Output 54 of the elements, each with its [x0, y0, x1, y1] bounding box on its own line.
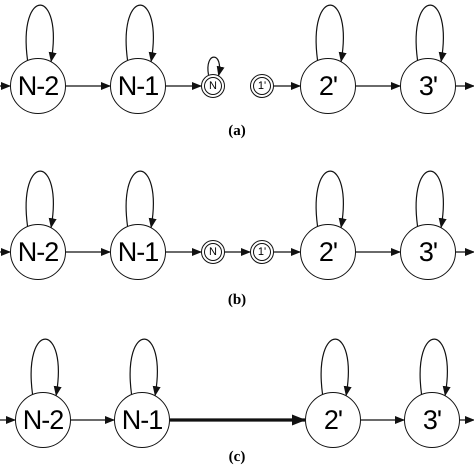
state-label: N: [209, 80, 217, 92]
arrow: [0, 82, 11, 90]
state-label: N-1: [118, 72, 158, 100]
self-loop-arrow: [26, 4, 56, 62]
state-label: 1': [258, 246, 266, 258]
panel-caption: (b): [228, 290, 246, 310]
state-label: N-1: [122, 406, 162, 434]
arrow: [356, 82, 401, 90]
self-loop-arrow: [26, 170, 56, 228]
state-label: N-1: [118, 238, 158, 266]
self-loop-arrow: [420, 338, 450, 396]
state-label: 1': [258, 80, 266, 92]
state-label: 3': [418, 72, 438, 100]
state-label: 2': [318, 72, 338, 100]
self-loop-arrow: [30, 338, 62, 396]
self-loop-arrow: [126, 170, 156, 228]
self-loop-arrow: [316, 4, 346, 62]
state-label: N-2: [18, 72, 58, 100]
arrow: [66, 248, 111, 256]
arrow: [456, 248, 474, 256]
arrow: [0, 248, 11, 256]
state-label: N: [209, 246, 217, 258]
state-label: N-2: [18, 238, 58, 266]
self-loop-arrow: [130, 338, 160, 396]
double-circle-state: [201, 74, 225, 98]
self-loop-arrow: [316, 170, 346, 228]
self-loop-arrow: [416, 170, 446, 228]
self-loop-arrow: [207, 56, 224, 76]
panel-caption: (c): [228, 448, 246, 467]
arrow: [166, 248, 202, 256]
arrow: [361, 416, 405, 424]
state-label: 3': [422, 406, 442, 434]
arrow: [456, 82, 474, 90]
arrow: [274, 248, 301, 256]
double-circle-state: [250, 74, 274, 98]
arrow: [460, 416, 474, 424]
arrow: [225, 248, 251, 256]
double-circle-state: [250, 240, 274, 264]
arrow: [166, 82, 202, 90]
arrow: [66, 82, 111, 90]
panel-caption: (a): [228, 122, 246, 141]
self-loop-arrow: [416, 4, 446, 62]
arrow: [170, 414, 306, 426]
arrow: [274, 82, 301, 90]
self-loop-arrow: [126, 4, 156, 62]
state-label: 2': [324, 406, 342, 434]
state-label: 2': [318, 238, 338, 266]
self-loop-arrow: [320, 338, 352, 396]
arrow: [356, 248, 401, 256]
arrow: [71, 416, 115, 424]
state-label: 3': [418, 238, 438, 266]
state-label: N-2: [22, 406, 64, 434]
double-circle-state: [201, 240, 225, 264]
arrow: [0, 416, 16, 424]
